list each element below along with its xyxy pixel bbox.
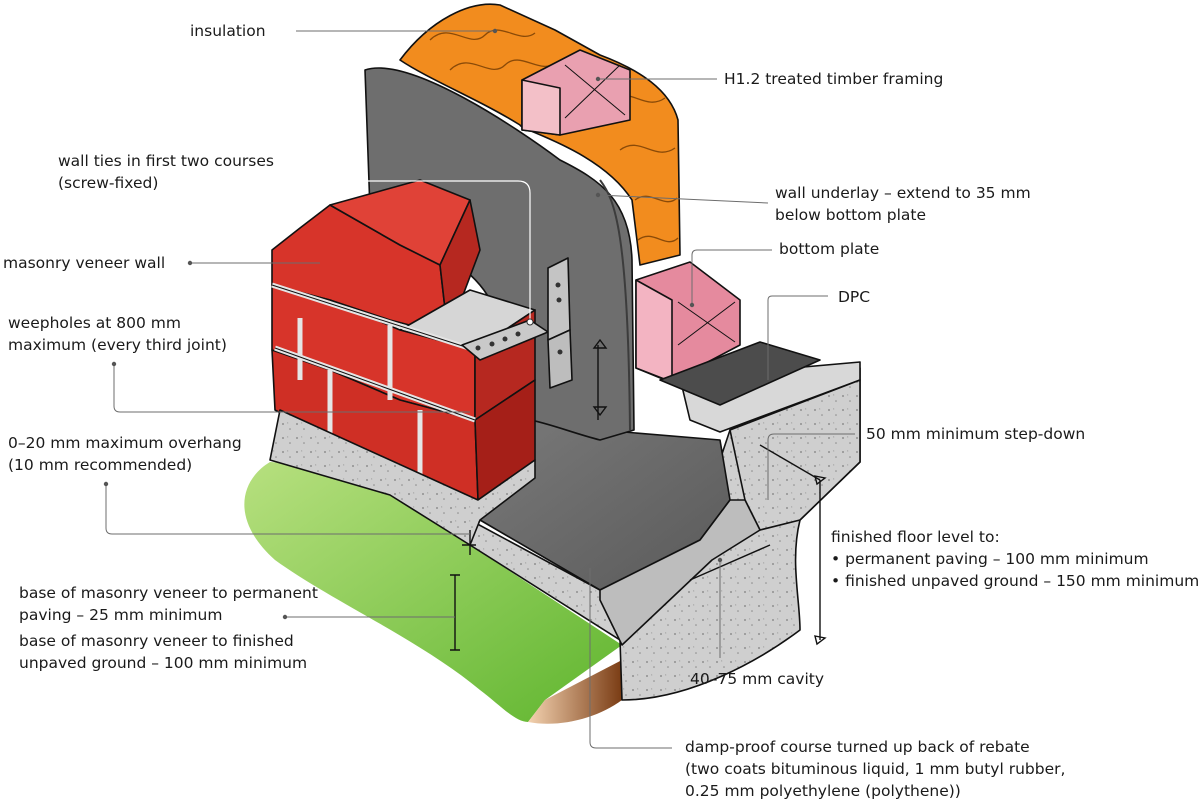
label-finished-floor-line-3: • finished unpaved ground – 150 mm minim… xyxy=(831,572,1200,590)
label-wall-underlay-line-1: wall underlay – extend to 35 mm xyxy=(775,184,1031,202)
leader-lines xyxy=(103,28,855,749)
label-dpc: DPC xyxy=(838,288,871,306)
label-damp-proof-line-1: damp-proof course turned up back of reba… xyxy=(685,738,1030,756)
label-bottom-plate: bottom plate xyxy=(779,240,880,258)
label-overhang-line-2: (10 mm recommended) xyxy=(8,456,193,474)
insulation-texture xyxy=(429,29,679,243)
timber-stud-top-face xyxy=(521,79,561,136)
dpc-strip xyxy=(659,341,821,406)
label-finished-floor-line-1: finished floor level to: xyxy=(831,528,1000,546)
label-finished-floor: finished floor level to: • permanent pav… xyxy=(831,526,1199,592)
label-overhang-line-1: 0–20 mm maximum overhang xyxy=(8,434,242,452)
grass-ground xyxy=(244,462,622,722)
label-timber-framing: H1.2 treated timber framing xyxy=(724,70,944,88)
label-cavity: 40–75 mm cavity xyxy=(690,670,824,688)
label-wall-underlay: wall underlay – extend to 35 mm below bo… xyxy=(775,182,1031,226)
wall-ties-leader xyxy=(208,180,531,320)
label-weepholes: weepholes at 800 mm maximum (every third… xyxy=(8,312,227,356)
label-damp-proof-line-3: 0.25 mm polyethylene (polythene)) xyxy=(685,782,961,800)
wall-ties-dot xyxy=(526,318,534,326)
label-overhang: 0–20 mm maximum overhang (10 mm recommen… xyxy=(8,432,242,476)
veneer-base-ledge xyxy=(269,409,536,546)
label-wall-underlay-line-2: below bottom plate xyxy=(775,206,927,224)
label-base-paving-line-1: base of masonry veneer to permanent xyxy=(19,584,318,602)
label-finished-floor-line-2: • permanent paving – 100 mm minimum xyxy=(831,550,1149,568)
rebate-edge xyxy=(599,499,761,646)
label-damp-proof-line-2: (two coats bituminous liquid, 1 mm butyl… xyxy=(685,760,1066,778)
soil-edge xyxy=(528,660,622,724)
label-wall-ties-line-1: wall ties in first two courses xyxy=(58,152,274,170)
timber-stud-top-cross xyxy=(564,64,626,119)
label-insulation: insulation xyxy=(190,22,266,40)
dimension-marks xyxy=(450,338,827,651)
label-step-down: 50 mm minimum step-down xyxy=(866,425,1086,443)
label-base-paving-line-2: paving – 25 mm minimum xyxy=(19,606,223,624)
label-damp-proof-course: damp-proof course turned up back of reba… xyxy=(685,736,1065,802)
label-wall-ties-line-2: (screw-fixed) xyxy=(58,174,159,192)
label-base-unpaved: base of masonry veneer to finished unpav… xyxy=(19,630,307,674)
bottom-plate-cross xyxy=(677,301,736,346)
underlay-fold xyxy=(599,179,631,431)
wall-tie-bracket xyxy=(461,257,573,389)
label-wall-ties: wall ties in first two courses (screw-fi… xyxy=(58,150,274,194)
brick-veneer xyxy=(271,179,536,501)
label-base-unpaved-line-1: base of masonry veneer to finished xyxy=(19,632,294,650)
label-base-paving: base of masonry veneer to permanent pavi… xyxy=(19,582,318,626)
label-masonry-veneer: masonry veneer wall xyxy=(3,254,166,272)
label-base-unpaved-line-2: unpaved ground – 100 mm minimum xyxy=(19,654,308,672)
label-weepholes-line-2: maximum (every third joint) xyxy=(8,336,227,354)
label-weepholes-line-1: weepholes at 800 mm xyxy=(8,314,181,332)
